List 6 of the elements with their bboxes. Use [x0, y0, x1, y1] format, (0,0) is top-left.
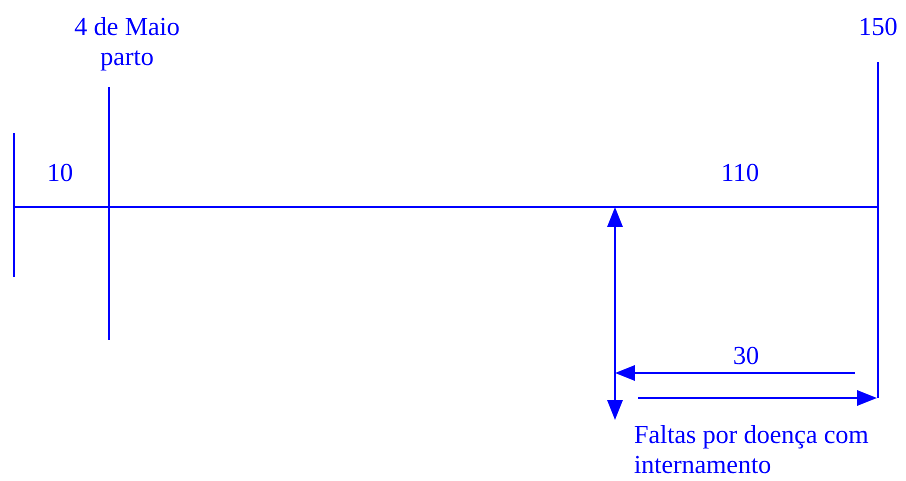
note: Faltas por doença com internamento	[634, 420, 870, 480]
value-label: 10	[46, 158, 74, 188]
value-label: 150	[858, 12, 898, 42]
value-label: 30	[732, 341, 760, 371]
date-label: 4 de Maio parto	[73, 12, 181, 72]
value-label: 110	[720, 158, 760, 188]
